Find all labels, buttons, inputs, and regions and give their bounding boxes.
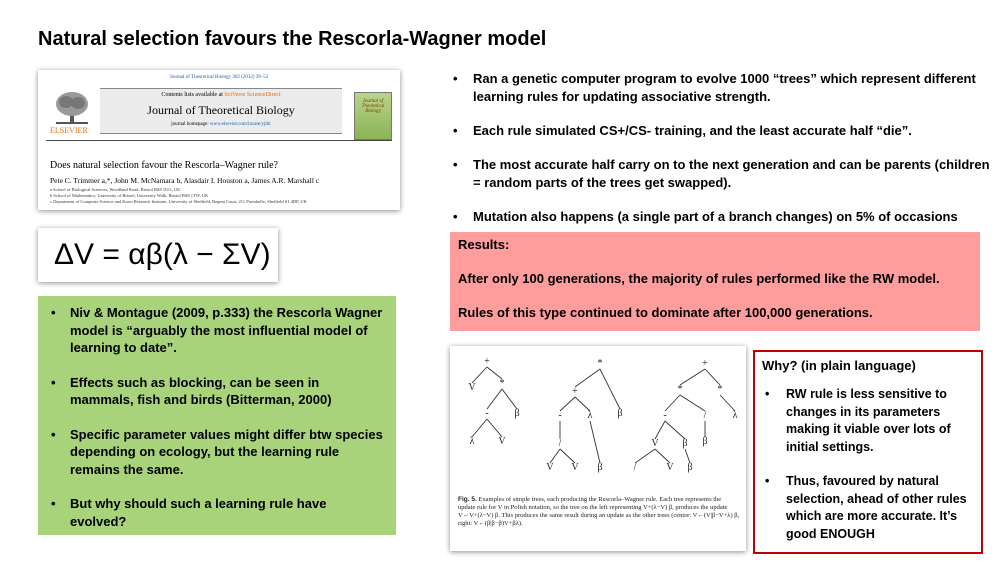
tree-node-label: β — [702, 436, 707, 447]
figure-caption: Fig. 5. Examples of simple trees, each p… — [458, 496, 740, 528]
tree-node-label: β — [597, 462, 602, 473]
tree-edge — [664, 394, 681, 412]
tree-node-label: λ — [588, 410, 593, 421]
tree-node-label: λ — [470, 436, 475, 447]
tree-node-label: * — [500, 378, 505, 389]
tree-edge — [679, 394, 706, 412]
header-divider — [46, 140, 392, 141]
list-item: Thus, favoured by natural selection, ahe… — [762, 473, 974, 543]
tree-node-label: β — [617, 408, 622, 419]
tree-node-label: + — [484, 356, 490, 367]
journal-cover-text: Journal of Theoretical Biology — [361, 99, 385, 114]
homepage-link[interactable]: www.elsevier.com/locate/yjtbi — [209, 122, 271, 127]
why-title: Why? (in plain language) — [762, 358, 916, 373]
tree-node-label: V — [498, 436, 506, 447]
homepage-prefix: journal homepage: — [171, 122, 210, 127]
sciencedirect-link[interactable]: SciVerse ScienceDirect — [224, 92, 281, 98]
tree-node-label: β — [682, 438, 687, 449]
journal-band: Contents lists available at SciVerse Sci… — [100, 88, 342, 134]
tree-edge — [654, 448, 671, 464]
results-line: Rules of this type continued to dominate… — [458, 305, 873, 320]
tree-edge — [574, 396, 591, 412]
tree-node-label: * — [678, 384, 683, 395]
tree-edge — [471, 418, 488, 438]
tree-node-label: - — [663, 410, 666, 421]
background-notes-box: Niv & Montague (2009, p.333) the Rescorl… — [38, 296, 396, 535]
tree-edge — [559, 448, 576, 464]
tree-node-label: β — [514, 408, 519, 419]
tree-node-label: β — [687, 462, 692, 473]
caption-text: Examples of simple trees, each producing… — [458, 496, 740, 527]
list-item: Niv & Montague (2009, p.333) the Rescorl… — [48, 304, 386, 357]
paper-header-image: Journal of Theoretical Biology 302 (2012… — [38, 70, 400, 210]
method-bullet-list: Ran a genetic computer program to evolve… — [450, 70, 995, 226]
tree-edge — [471, 366, 488, 384]
journal-reference: Journal of Theoretical Biology 302 (2012… — [169, 75, 269, 80]
tree-node-label: V — [468, 382, 476, 393]
list-item: RW rule is less sensitive to changes in … — [762, 386, 974, 456]
caption-label: Fig. 5. — [458, 496, 477, 503]
tree-edge — [634, 448, 656, 464]
tree-edge — [684, 448, 691, 464]
tree-node-label: V — [571, 462, 579, 473]
affiliation-b: b School of Mathematics, University of B… — [50, 193, 209, 198]
results-box: Results: After only 100 generations, the… — [450, 232, 980, 331]
method-text: Ran a genetic computer program to evolve… — [450, 70, 995, 242]
journal-name: Journal of Theoretical Biology — [147, 103, 295, 117]
results-heading: Results: — [458, 237, 510, 252]
why-box: Why? (in plain language) RW rule is less… — [753, 350, 983, 554]
tree-node-label: V — [666, 462, 674, 473]
why-bullet-list: RW rule is less sensitive to changes in … — [762, 386, 974, 543]
list-item: Mutation also happens (a single part of … — [450, 208, 995, 226]
tree-edge — [501, 388, 518, 410]
tree-node-label: + — [702, 358, 708, 369]
tree-node-label: V — [546, 462, 554, 473]
background-bullet-list: Niv & Montague (2009, p.333) the Rescorl… — [48, 304, 386, 530]
list-item: Ran a genetic computer program to evolve… — [450, 70, 995, 106]
slide-title: Natural selection favours the Rescorla-W… — [38, 28, 547, 50]
tree-edge — [559, 396, 576, 412]
tree-edge — [719, 394, 736, 412]
tree-node-label: / — [704, 410, 707, 421]
affiliation-a: a School of Biological Sciences, Woodlan… — [50, 187, 181, 192]
tree-node-label: / — [634, 462, 637, 473]
tree-edge — [574, 368, 601, 388]
list-item: Effects such as blocking, can be seen in… — [48, 374, 386, 409]
tree-edge — [486, 418, 503, 438]
tree-node-label: * — [598, 358, 603, 369]
results-line: After only 100 generations, the majority… — [458, 271, 940, 286]
list-item: The most accurate half carry on to the n… — [450, 156, 995, 192]
tree-edge — [679, 368, 706, 386]
tree-edge — [486, 366, 503, 380]
tree-node-label: V — [651, 438, 659, 449]
paper-title: Does natural selection favour the Rescor… — [50, 160, 278, 171]
tree-node-label: / — [559, 438, 562, 449]
contents-prefix: Contents lists available at — [161, 92, 225, 98]
tree-node-label: * — [718, 384, 723, 395]
elsevier-tree-logo — [56, 92, 88, 124]
tree-edge — [664, 420, 686, 440]
tree-node-label: λ — [733, 410, 738, 421]
tree-edge — [704, 368, 721, 386]
list-item: Specific parameter values might differ b… — [48, 426, 386, 479]
publisher-name: ELSEVIER — [50, 126, 88, 135]
tree-edge — [486, 388, 503, 410]
rescorla-wagner-formula: ΔV = αβ(λ − ΣV) — [38, 228, 278, 282]
affiliation-c: c Department of Computer Science and Kro… — [50, 199, 307, 204]
tree-node-label: + — [572, 386, 578, 397]
tree-edge — [599, 368, 621, 410]
tree-node-label: - — [485, 408, 488, 419]
journal-cover: Journal of Theoretical Biology — [354, 92, 392, 140]
paper-authors: Pete C. Trimmer a,*, John M. McNamara b,… — [50, 176, 320, 185]
list-item: Each rule simulated CS+/CS- training, an… — [450, 122, 995, 140]
tree-edge — [589, 420, 601, 464]
list-item: But why should such a learning rule have… — [48, 495, 386, 530]
tree-node-label: - — [558, 410, 561, 421]
tree-edge — [549, 448, 561, 464]
tree-edge — [654, 420, 666, 440]
